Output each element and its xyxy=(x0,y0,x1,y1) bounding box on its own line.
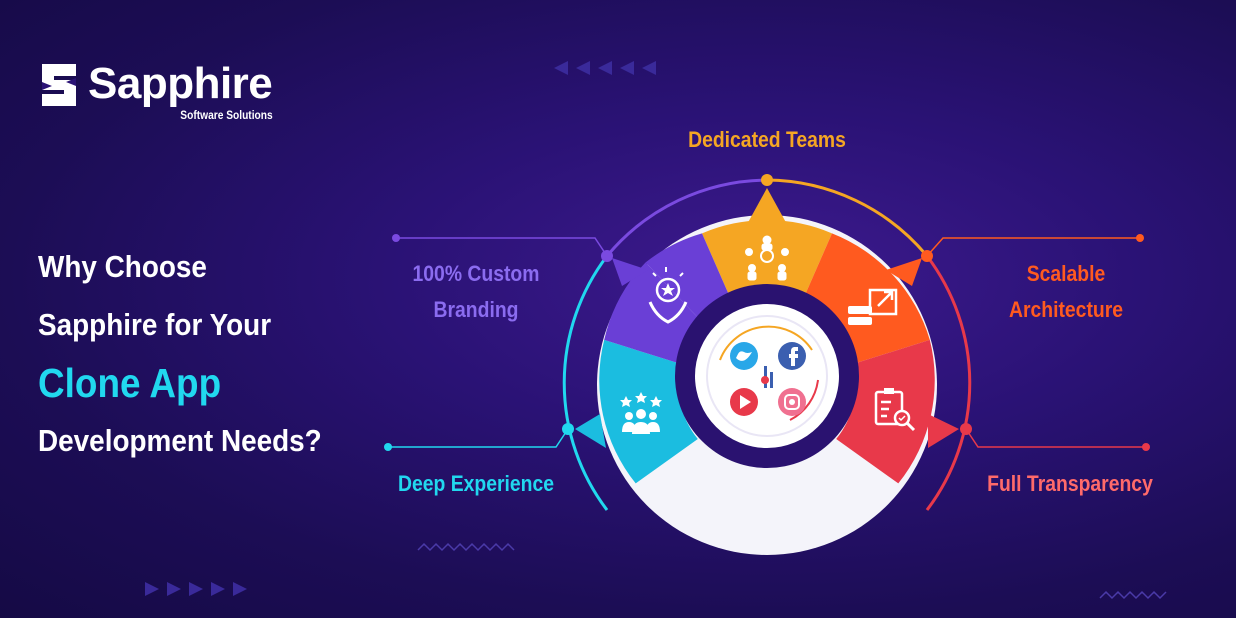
label-dedicated-teams: Dedicated Teams xyxy=(688,127,846,152)
checklist-search-icon xyxy=(874,388,916,432)
headline-accent: Clone App xyxy=(38,360,222,406)
right-chevrons-bottom xyxy=(145,582,247,596)
brand-name: Sapphire xyxy=(88,59,273,108)
twitter-icon xyxy=(730,342,758,370)
instagram-icon xyxy=(778,388,806,416)
segment-branding-upper xyxy=(645,233,734,322)
dot-branding xyxy=(601,250,613,262)
label-scalable-line2: Architecture xyxy=(1008,297,1124,322)
label-custom-branding-line1: 100% Custom xyxy=(412,261,540,286)
dot-experience xyxy=(562,423,574,435)
brand-tagline: Software Solutions xyxy=(179,108,273,122)
s-logo-icon xyxy=(42,64,76,106)
award-hands-icon xyxy=(648,267,688,324)
label-scalable-architecture: Scalable Architecture xyxy=(971,256,1161,328)
segment-transparency xyxy=(836,339,935,484)
dot-transparency xyxy=(960,423,972,435)
label-deep-experience: Deep Experience xyxy=(397,471,555,496)
segment-experience xyxy=(599,339,698,484)
zigzag-decoration xyxy=(417,542,515,552)
label-full-transparency: Full Transparency xyxy=(987,471,1153,496)
outer-arc-right xyxy=(925,255,972,511)
dot-top xyxy=(761,174,773,186)
label-custom-branding: 100% Custom Branding xyxy=(383,256,570,328)
outer-arc-left xyxy=(562,255,609,511)
spike-scalable xyxy=(886,258,922,286)
connector-branding xyxy=(396,237,608,257)
stars-group-icon xyxy=(620,392,662,434)
headline-line-4: Development Needs? xyxy=(38,423,322,458)
segment-scalable xyxy=(800,233,930,364)
dot-scalable xyxy=(921,250,933,262)
outer-arc-left-top xyxy=(605,178,768,257)
outer-arc-top-right xyxy=(766,178,929,257)
server-scale-icon xyxy=(848,288,898,325)
connector-experience xyxy=(388,428,569,448)
connector-transparency xyxy=(965,428,1146,448)
label-custom-branding-line2: Branding xyxy=(433,297,519,322)
youtube-icon xyxy=(730,388,758,416)
headline-line-1: Why Choose xyxy=(38,249,207,284)
headline: Why Choose Sapphire for Your Clone App D… xyxy=(38,238,353,470)
facebook-icon xyxy=(778,342,806,370)
spike-branding xyxy=(612,258,648,286)
left-chevrons-top xyxy=(554,61,656,75)
label-scalable-line1: Scalable xyxy=(1026,261,1106,286)
spike-experience xyxy=(575,414,606,448)
spike-top xyxy=(745,188,789,228)
headline-line-2: Sapphire for Your xyxy=(38,307,272,342)
segment-branding xyxy=(604,262,702,364)
brand-logo[interactable]: Sapphire Software Solutions xyxy=(38,59,273,122)
connector-scalable xyxy=(926,237,1140,257)
spike-transparency xyxy=(928,414,959,448)
zigzag-decoration-right xyxy=(1099,590,1167,600)
team-network-icon xyxy=(745,235,789,281)
